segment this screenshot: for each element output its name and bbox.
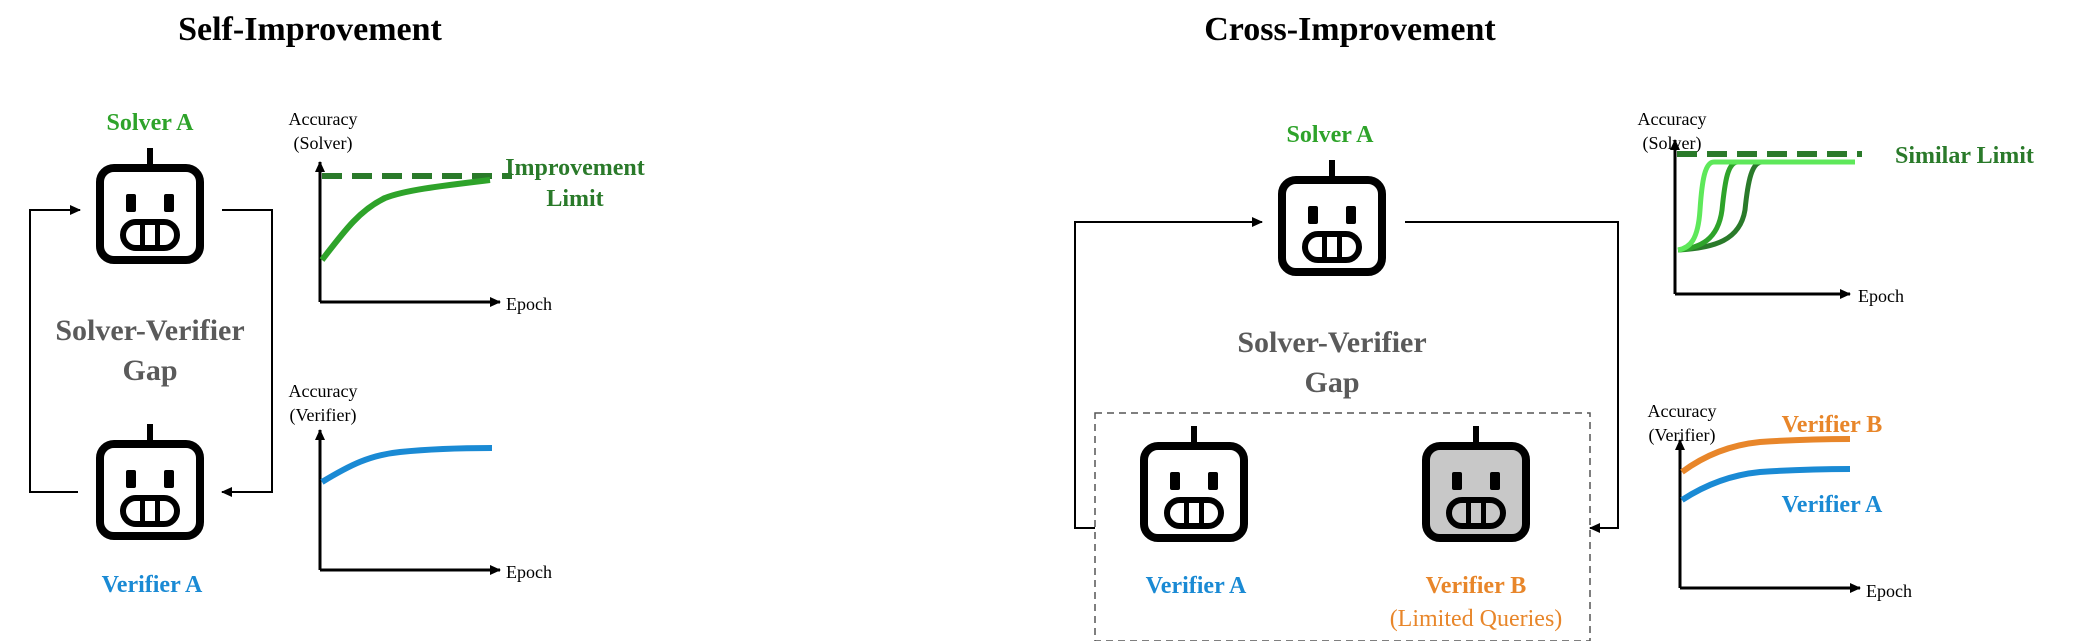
- self-limit-label2: Limit: [546, 186, 603, 212]
- cross-verifier-b-robot-icon: [1426, 426, 1526, 538]
- self-limit-label1: Improvement: [505, 155, 645, 181]
- cross-verifier-a-label: Verifier A: [1146, 573, 1247, 599]
- cross-solver-curve-light: [1677, 159, 1855, 253]
- self-solver-label: Solver A: [107, 110, 195, 136]
- cross-verifier-chart-ylabel2: (Verifier): [1649, 425, 1716, 446]
- cross-verifier-chart-ylabel1: Accuracy: [1648, 401, 1717, 421]
- cross-verifier-b-series-label: Verifier B: [1782, 412, 1883, 438]
- self-verifier-robot-icon: [100, 424, 200, 536]
- cross-verifier-b-label: Verifier B: [1426, 573, 1527, 599]
- cross-solver-chart-ylabel2: (Solver): [1643, 133, 1702, 154]
- self-gap-line2: Gap: [122, 354, 177, 387]
- cross-verifier-b-curve: [1680, 436, 1851, 475]
- cross-solver-chart-xlabel: Epoch: [1858, 286, 1904, 306]
- self-verifier-chart-ylabel2: (Verifier): [290, 405, 357, 426]
- cross-solver-label: Solver A: [1287, 122, 1375, 148]
- self-verifier-chart-ylabel1: Accuracy: [289, 381, 358, 401]
- cross-loop-arrow-left: [1074, 217, 1263, 529]
- self-solver-chart-xlabel: Epoch: [506, 294, 552, 314]
- self-verifier-label: Verifier A: [102, 572, 203, 598]
- cross-solver-robot-icon: [1282, 160, 1382, 272]
- self-gap-line1: Solver-Verifier: [55, 314, 244, 347]
- cross-verifier-a-robot-icon: [1144, 426, 1244, 538]
- self-solver-chart-ylabel1: Accuracy: [289, 109, 358, 129]
- cross-solver-chart-ylabel1: Accuracy: [1638, 109, 1707, 129]
- self-solver-curve: [319, 177, 491, 262]
- cross-verifier-a-series-label: Verifier A: [1782, 492, 1883, 518]
- cross-title: Cross-Improvement: [1204, 11, 1496, 48]
- self-verifier-curve: [320, 445, 493, 485]
- self-solver-chart-ylabel2: (Solver): [294, 133, 353, 154]
- cross-solver-chart: Accuracy (Solver) Epoch Similar Limit: [1638, 109, 2034, 306]
- cross-loop-arrow-right: [1405, 221, 1619, 533]
- self-solver-chart: Accuracy (Solver) Epoch Improvement Limi…: [289, 109, 645, 314]
- self-verifier-chart: Accuracy (Verifier) Epoch: [289, 381, 552, 582]
- cross-solver-curve-dark: [1677, 159, 1840, 253]
- self-verifier-chart-xlabel: Epoch: [506, 562, 552, 582]
- self-solver-robot-icon: [100, 148, 200, 260]
- cross-verifier-chart: Accuracy (Verifier) Epoch Verifier B Ver…: [1648, 401, 1912, 601]
- cross-verifier-chart-xlabel: Epoch: [1866, 581, 1912, 601]
- cross-gap-line2: Gap: [1304, 366, 1359, 399]
- cross-limit-label: Similar Limit: [1895, 143, 2034, 169]
- cross-verifier-b-note: (Limited Queries): [1390, 606, 1563, 632]
- self-loop-arrow-left: [29, 205, 81, 493]
- cross-verifier-a-curve: [1680, 466, 1851, 503]
- cross-gap-line1: Solver-Verifier: [1237, 326, 1426, 359]
- self-loop-arrow-right: [221, 209, 273, 497]
- self-title: Self-Improvement: [178, 11, 442, 48]
